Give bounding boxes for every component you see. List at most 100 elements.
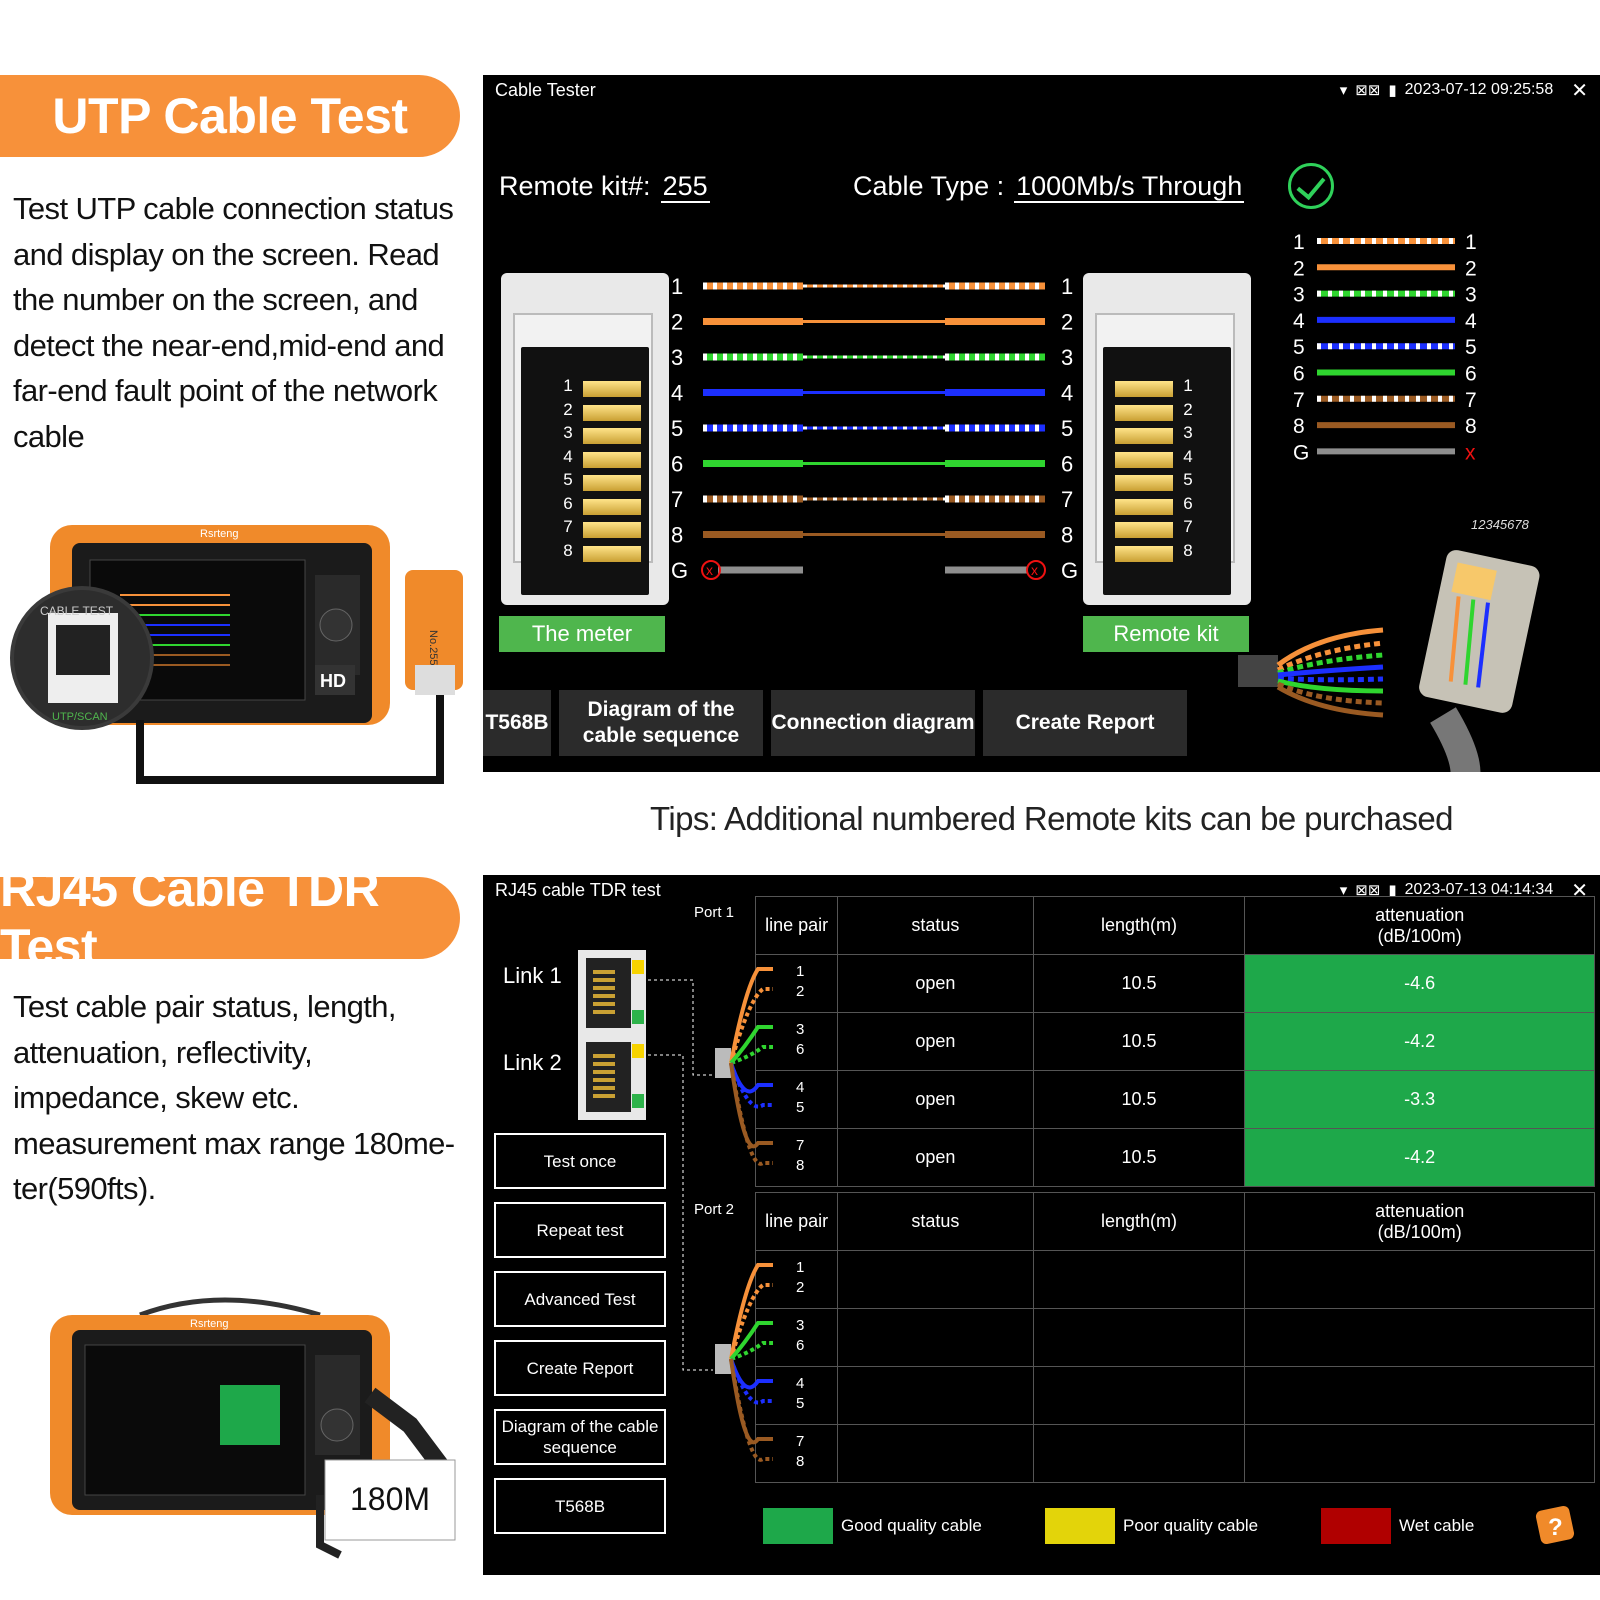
cable-sequence-button[interactable]: Diagram of the cable sequence: [559, 690, 763, 756]
pair-pin-label: 3: [796, 1021, 805, 1038]
cable-tester-device-illustration: Rsrteng HD CABLE TEST UTP/SCAN No.255: [10, 525, 463, 784]
jack-pin: [1115, 451, 1173, 468]
t568b-button[interactable]: T568B: [483, 690, 551, 756]
attenuation-cell: -4.2: [1244, 1012, 1595, 1071]
tdr-description: Test cable pair status, length, attenuat…: [13, 989, 455, 1206]
network-status-icon: ⊠⊠: [1355, 82, 1381, 99]
help-icon[interactable]: ?: [1533, 1503, 1578, 1548]
pair-pin-label: 5: [796, 1395, 805, 1412]
map-number-right: 4: [1465, 310, 1477, 333]
wire-number-right: 6: [1061, 452, 1073, 477]
jack-pin: [583, 404, 641, 421]
test-once-button[interactable]: Test once: [494, 1133, 666, 1189]
column-header: length(m): [1032, 1192, 1246, 1251]
jack-pin: [1115, 545, 1173, 562]
titlebar2: RJ45 cable TDR test ▾ ⊠⊠ ▮ 2023-07-13 04…: [483, 875, 1600, 905]
wire-number-left: 8: [671, 523, 683, 548]
create-report-button-2[interactable]: Create Report: [494, 1340, 666, 1396]
port1-label: Port 1: [694, 904, 735, 921]
remote-kit-value: 255: [660, 171, 710, 203]
jack-pin: [583, 522, 641, 538]
link1-label: Link 1: [503, 963, 562, 988]
pair-pin-label: 2: [796, 983, 805, 1000]
jack-pin: [583, 451, 641, 468]
advanced-test-button[interactable]: Advanced Test: [494, 1271, 666, 1327]
datetime: 2023-07-12 09:25:58: [1404, 81, 1554, 98]
pin-number: 8: [1183, 540, 1193, 560]
pair-pin-label: 4: [796, 1079, 805, 1096]
fault-mark: x: [706, 562, 713, 578]
wire-number-left: 4: [671, 381, 683, 406]
map-number-left: 2: [1293, 257, 1305, 280]
close-icon[interactable]: ✕: [1571, 79, 1588, 102]
length-cell: 10.5: [1032, 954, 1246, 1013]
map-number-right: 1: [1465, 231, 1477, 254]
t568b-button-2[interactable]: T568B: [494, 1478, 666, 1534]
map-number-right: 2: [1465, 257, 1477, 280]
jack-pin: [583, 381, 641, 397]
remote-tag: No.255: [427, 630, 439, 665]
wire-number-left: 2: [671, 310, 683, 335]
tips-text: Tips: Additional numbered Remote kits ca…: [650, 800, 1453, 837]
tdr-tester-device-illustration: Rsrteng 180M: [50, 1297, 456, 1559]
device2-brand: Rsrteng: [190, 1318, 229, 1330]
legend-label-wet: Wet cable: [1399, 1516, 1475, 1535]
column-header: attenuation (dB/100m): [1244, 1192, 1595, 1251]
pin-number: 6: [563, 493, 573, 513]
device-brand: Rsrteng: [200, 528, 239, 540]
jack-pin: [583, 475, 641, 491]
pin-number: 8: [563, 540, 573, 560]
attenuation-cell: -4.6: [1244, 954, 1595, 1013]
wire-number-left: 7: [671, 487, 683, 512]
status-cell: [837, 1308, 1034, 1367]
map-number-left: 6: [1293, 363, 1305, 386]
utp-description: Test UTP cable connection status and dis…: [13, 191, 454, 454]
cable-type-info: Cable Type :1000Mb/s Through: [853, 171, 1245, 203]
wire-number-right: 3: [1061, 345, 1073, 370]
length-cell: 10.5: [1032, 1128, 1246, 1187]
pair-pin-label: 8: [796, 1453, 805, 1470]
wire-number-left: 6: [671, 452, 683, 477]
fault-mark: x: [1031, 562, 1038, 578]
legend-good: Good quality cable: [763, 1507, 982, 1545]
svg-text:?: ?: [1548, 1514, 1563, 1541]
pair-pin-label: 1: [796, 963, 805, 980]
ground-fault-far-icon: [1026, 560, 1046, 580]
attenuation-cell: [1244, 1308, 1595, 1367]
pin-number: 7: [1183, 517, 1193, 536]
status-cell: open: [837, 1012, 1034, 1071]
map-number-right: 5: [1465, 336, 1477, 359]
status-cell: open: [837, 1128, 1034, 1187]
map-number-right: 8: [1465, 415, 1477, 438]
connection-diagram-button[interactable]: Connection diagram: [771, 690, 975, 756]
pair-pin-label: 7: [796, 1137, 805, 1154]
cable-sequence-button-2[interactable]: Diagram of the cable sequence: [494, 1409, 666, 1465]
wire-number-left: 1: [671, 274, 683, 299]
create-report-button[interactable]: Create Report: [983, 690, 1187, 756]
pin-number: 5: [563, 470, 573, 489]
repeat-test-button[interactable]: Repeat test: [494, 1202, 666, 1258]
connector-lines: [648, 979, 713, 1371]
pair-pin-label: 6: [796, 1041, 805, 1058]
tdr-banner: RJ45 Cable TDR Test: [0, 861, 460, 975]
map-number-left: 8: [1293, 415, 1305, 438]
column-header: length(m): [1032, 896, 1246, 955]
pin-number: 3: [563, 423, 573, 442]
utp-banner: UTP Cable Test: [0, 75, 460, 157]
wire-number-right: 1: [1061, 274, 1073, 299]
map-number-left: 4: [1293, 310, 1305, 333]
